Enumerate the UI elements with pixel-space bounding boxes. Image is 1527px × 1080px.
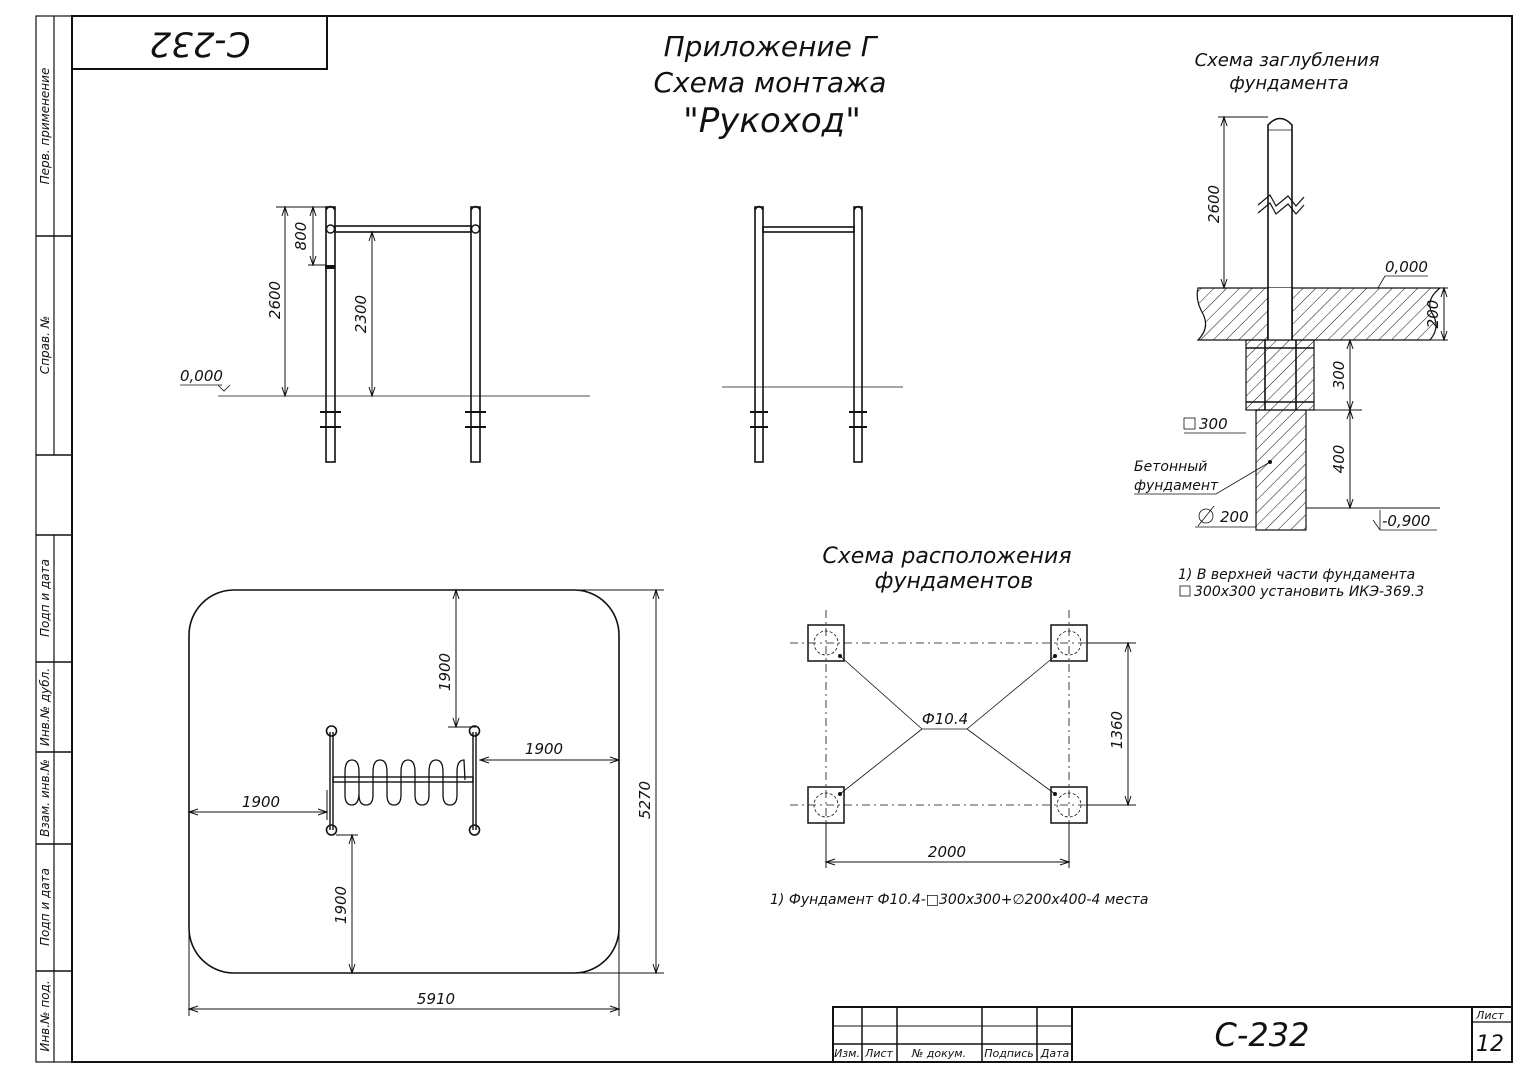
side-label: Инв.№ под.	[38, 980, 52, 1051]
tb-doc: № докум.	[911, 1047, 966, 1060]
tb-izm: Изм.	[834, 1047, 860, 1060]
title-line-2: Схема монтажа	[654, 66, 887, 99]
layout-title-2: фундаментов	[875, 569, 1034, 594]
title-line-3: "Рукоход"	[683, 101, 861, 141]
front-dim-clear: 2300	[352, 295, 370, 333]
depth-dim-top-block: 300	[1330, 361, 1348, 390]
layout-note: 1) Фундамент Ф10.4-□300х300+∅200х400-4 м…	[770, 892, 1148, 908]
concrete-line-2: фундамент	[1134, 478, 1219, 494]
depth-dim-post: 2600	[1205, 185, 1223, 223]
layout-code: Ф10.4	[922, 710, 968, 728]
side-label: Подп и дата	[38, 868, 52, 946]
depth-square-label: 300	[1199, 415, 1228, 433]
front-dim-total: 2600	[266, 281, 284, 319]
title-block: Изм. Лист № докум. Подпись Дата С-232 Ли…	[832, 1006, 1513, 1063]
plan-dim-bottom: 1900	[332, 886, 350, 924]
concrete-line-1: Бетонный	[1134, 459, 1207, 475]
tb-sheet-number: 12	[1476, 1032, 1504, 1057]
tb-date: Дата	[1040, 1047, 1070, 1060]
side-label: Взам. инв.№	[38, 759, 52, 837]
front-view: 0,000 2600 800 2300	[180, 205, 590, 463]
side-label: Инв.№ дубл.	[38, 668, 52, 746]
tb-sign: Подпись	[984, 1047, 1033, 1060]
rotated-code: С-232	[150, 24, 251, 64]
foundation-layout: Схема расположения фундаментов Ф10.4 136…	[770, 544, 1148, 908]
plan-dim-right: 1900	[525, 740, 563, 758]
depth-level-bottom: -0,900	[1382, 512, 1430, 530]
depth-dim-surface: 200	[1424, 300, 1442, 329]
plan-dim-left: 1900	[242, 793, 280, 811]
plan-view: 1900 1900 1900 1900 5270 5910	[187, 588, 664, 1016]
plan-dim-width: 5910	[417, 990, 455, 1008]
tb-sheet-label: Лист	[1475, 1009, 1504, 1022]
tb-list: Лист	[864, 1047, 893, 1060]
depth-level-top: 0,000	[1385, 258, 1428, 276]
layout-dim-height: 1360	[1108, 711, 1126, 749]
plan-dim-top: 1900	[436, 653, 454, 691]
side-label: Справ. №	[38, 316, 52, 374]
depth-diameter: 200	[1220, 508, 1249, 526]
layout-dim-width: 2000	[928, 843, 966, 861]
side-label: Подп и дата	[38, 559, 52, 637]
tb-code: С-232	[1215, 1016, 1310, 1054]
depth-note-1: 1) В верхней части фундамента	[1178, 567, 1415, 583]
plan-dim-height: 5270	[636, 781, 654, 819]
front-dim-bar: 800	[292, 222, 310, 251]
title-line-1: Приложение Г	[664, 30, 879, 63]
depth-note-2: 300х300 установить ИКЭ-369.3	[1194, 584, 1424, 600]
side-label: Перв. применение	[38, 68, 52, 185]
side-view	[722, 205, 903, 463]
depth-scheme: Схема заглубления фундамента 0,000 2600	[1134, 50, 1448, 600]
depth-title-2: фундамента	[1229, 73, 1348, 94]
rotated-code-box: С-232	[71, 15, 328, 70]
front-level: 0,000	[180, 367, 223, 385]
side-stamp: Перв. применение Справ. № Подп и дата Ин…	[36, 16, 72, 1062]
title: Приложение Г Схема монтажа "Рукоход"	[654, 30, 887, 141]
depth-dim-bottom-block: 400	[1330, 445, 1348, 474]
sheet-frame	[35, 15, 1513, 1063]
depth-title-1: Схема заглубления	[1195, 50, 1380, 71]
layout-title-1: Схема расположения	[822, 544, 1071, 569]
